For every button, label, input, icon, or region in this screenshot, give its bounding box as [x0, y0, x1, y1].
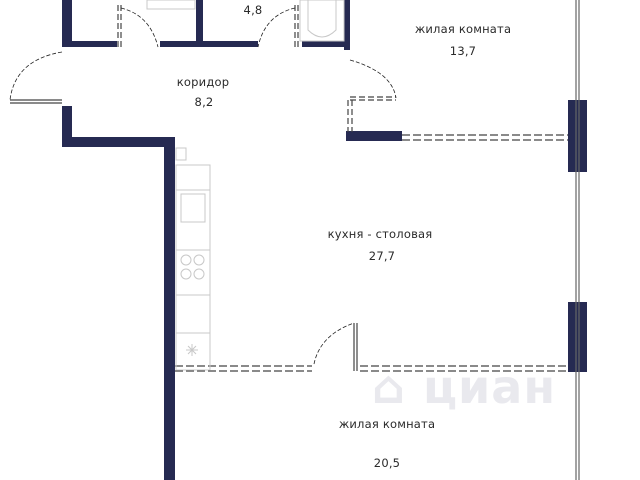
wall: [62, 137, 175, 147]
room-area: 8,2: [194, 95, 214, 109]
room-area: 27,7: [368, 249, 396, 263]
wall: [302, 41, 350, 47]
door-arc: [349, 59, 397, 99]
sink: [146, 0, 196, 10]
door-arc: [313, 322, 355, 365]
wall-column: [568, 302, 587, 372]
wall: [203, 41, 258, 47]
wall: [346, 131, 402, 141]
partitions: [10, 0, 580, 480]
entrance-door-arc: [9, 51, 63, 101]
wall: [344, 0, 350, 50]
room-name: жилая комната: [414, 22, 512, 36]
bathtub: [299, 0, 345, 42]
door-arc: [257, 7, 296, 48]
hob-burner: [180, 254, 192, 266]
wall-column: [568, 100, 587, 172]
door-swings: [9, 7, 397, 365]
riser: [175, 147, 187, 161]
door-arc: [120, 7, 159, 48]
walls: [62, 0, 587, 480]
cian-watermark: ⌂ циан: [372, 360, 557, 414]
wall: [62, 106, 72, 147]
wall: [160, 41, 198, 47]
wall: [62, 41, 117, 47]
wall: [196, 0, 203, 47]
room-area: 4,8: [243, 3, 263, 17]
hob-burner: [180, 268, 192, 280]
room-area: 13,7: [449, 44, 477, 58]
room-area: 20,5: [373, 456, 401, 470]
room-name: коридор: [176, 75, 230, 89]
room-name: жилая комната: [338, 417, 436, 431]
hob-burner: [193, 254, 205, 266]
fixtures: [146, 0, 345, 371]
room-name: кухня - столовая: [327, 227, 433, 241]
wall: [164, 137, 175, 480]
wall: [62, 0, 72, 47]
kitchen-counter: [175, 164, 211, 371]
hob-burner: [193, 268, 205, 280]
kitchen-sink: [180, 193, 206, 223]
fridge-icon: [186, 344, 198, 356]
bathtub-inner: [307, 0, 337, 38]
